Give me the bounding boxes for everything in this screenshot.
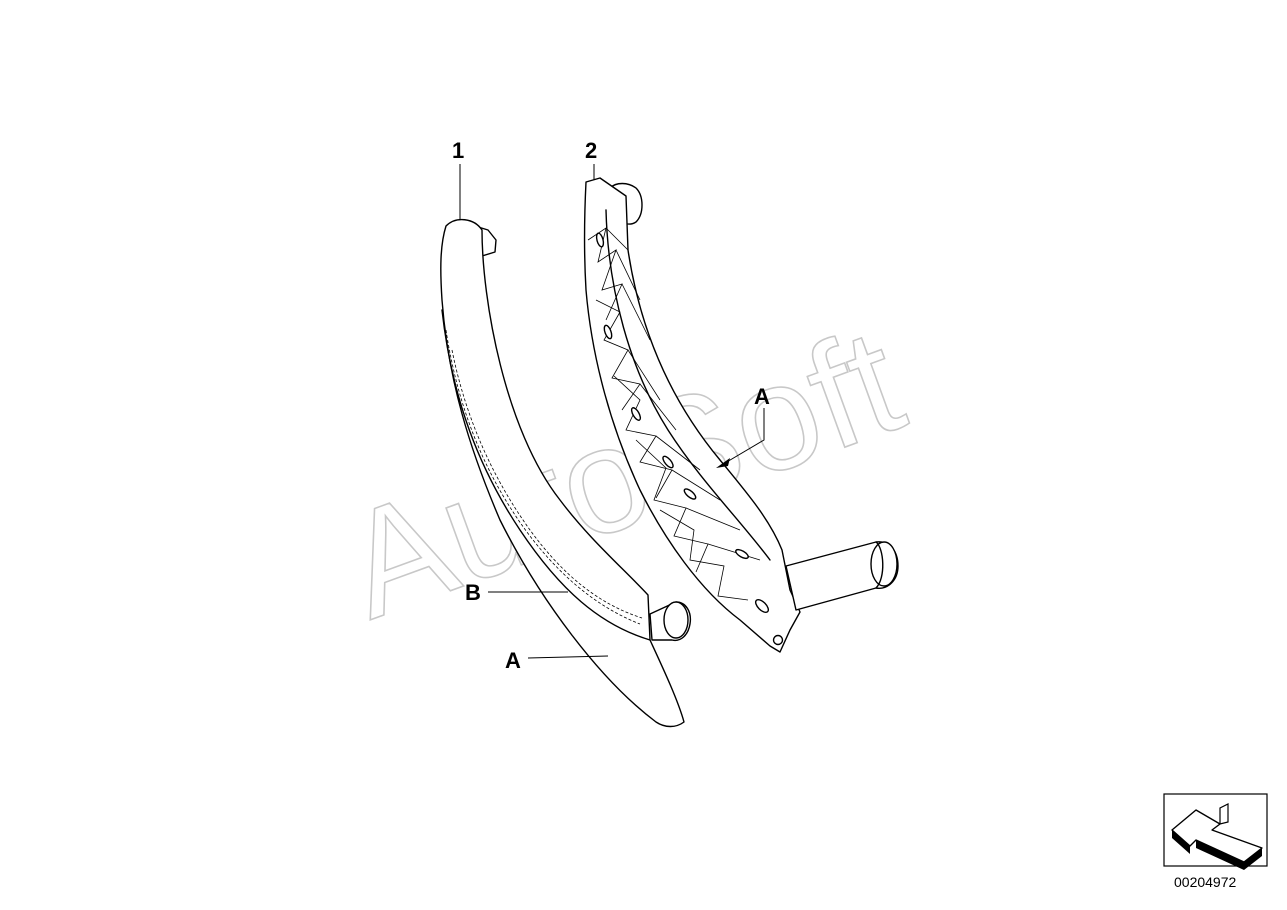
part-2-slots bbox=[595, 232, 770, 614]
callout-b-part-1: B bbox=[465, 580, 481, 605]
callout-part-2: 2 bbox=[585, 138, 597, 163]
callout-part-1: 1 bbox=[452, 138, 464, 163]
part-2-inner-edge bbox=[605, 209, 771, 561]
part-2-body bbox=[583, 177, 801, 653]
part-2-arm-end bbox=[870, 541, 898, 587]
part-1-stitch-line-outer bbox=[445, 329, 641, 625]
callout-a-part-2: A bbox=[754, 384, 770, 409]
vehicle-orientation-arrow-icon bbox=[1163, 793, 1268, 870]
part-2-lattice-ribs bbox=[587, 227, 761, 601]
reference-number: 00204972 bbox=[1174, 874, 1237, 890]
part-1-stitch-line-inner bbox=[451, 349, 643, 619]
part-1-body-edge bbox=[441, 309, 651, 641]
part-2-arm-ring bbox=[875, 541, 884, 589]
leader-a-part-2 bbox=[719, 408, 765, 467]
part-1-body bbox=[440, 219, 685, 728]
leader-a-part-2-arrowhead bbox=[716, 458, 730, 468]
leader-lines bbox=[459, 164, 765, 659]
part-1-trim-cover bbox=[440, 219, 692, 728]
part-2-carrier bbox=[583, 177, 899, 653]
callout-a-part-1: A bbox=[505, 648, 521, 673]
leader-a-part-1 bbox=[527, 655, 609, 659]
part-2-mounting-hole bbox=[772, 634, 784, 646]
part-1-pin-end bbox=[663, 601, 689, 639]
